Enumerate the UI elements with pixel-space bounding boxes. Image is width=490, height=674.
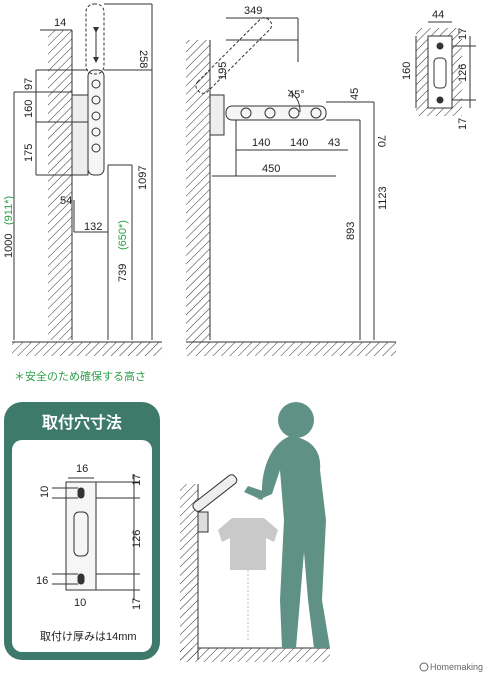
front-view <box>415 21 476 116</box>
watermark: Homemaking <box>430 662 483 672</box>
dim-349: 349 <box>244 5 262 17</box>
dim-54: 54 <box>60 195 72 207</box>
side-view <box>12 3 162 356</box>
install-card-caption: 取付け厚みは14mm <box>40 630 137 643</box>
dim-14: 14 <box>54 17 66 29</box>
dim-97: 97 <box>23 78 35 90</box>
front-dim-17-bottom: 17 <box>457 118 469 130</box>
angle-raised-arm-dashed <box>195 17 273 94</box>
person-silhouette <box>244 402 330 648</box>
illus-wall-hatch <box>180 484 198 660</box>
angle-view <box>186 17 396 356</box>
dim-140-b: 140 <box>290 137 308 149</box>
usage-illustration <box>180 402 330 662</box>
card-bracket-plate <box>65 481 97 591</box>
illus-arm <box>192 474 238 512</box>
card-dim-16-bottom: 16 <box>36 575 48 587</box>
front-dim-160: 160 <box>401 62 413 80</box>
angle-bracket-base <box>209 94 225 136</box>
illus-floor-hatch <box>180 648 330 662</box>
card-dim-17-bottom: 17 <box>131 598 143 610</box>
copyright-icon <box>419 662 429 672</box>
dim-45: 45 <box>349 88 361 100</box>
dim-175: 175 <box>23 144 35 162</box>
side-floor-hatch <box>12 342 162 356</box>
side-wall-hatch <box>48 30 72 340</box>
dim-739-note: (650*) <box>117 220 129 250</box>
install-hole-card <box>4 402 160 660</box>
card-dim-17-top: 17 <box>131 474 143 486</box>
angle-horizontal-arm <box>225 105 327 121</box>
angle-floor-hatch <box>186 342 396 356</box>
dim-1123: 1123 <box>377 186 389 210</box>
side-bracket-base <box>71 94 89 176</box>
card-dim-16-top: 16 <box>76 463 88 475</box>
safety-footnote: ＊安全のため確保する高さ <box>14 369 146 383</box>
card-dim-10-top: 10 <box>39 486 51 498</box>
side-folded-arm <box>87 69 105 176</box>
dim-70: 70 <box>375 135 387 147</box>
front-dim-44: 44 <box>432 9 444 21</box>
dim-1000: 1000 <box>3 234 15 258</box>
angle-wall-hatch <box>186 40 210 342</box>
dim-258: 258 <box>137 50 149 68</box>
shirt-silhouette <box>218 518 278 640</box>
front-dim-126: 126 <box>457 64 469 82</box>
dim-450: 450 <box>262 163 280 175</box>
front-dim-17-top: 17 <box>457 28 469 40</box>
dim-739: 739 <box>117 264 129 282</box>
dim-140-a: 140 <box>252 137 270 149</box>
dim-893: 893 <box>345 222 357 240</box>
dim-195: 195 <box>217 62 229 80</box>
side-raised-arm-dashed <box>85 3 105 75</box>
dim-132: 132 <box>84 221 102 233</box>
install-card-title: 取付穴寸法 <box>42 413 122 432</box>
card-dim-126: 126 <box>131 530 143 548</box>
angle-45: 45° <box>288 89 305 101</box>
dim-43: 43 <box>328 137 340 149</box>
card-dim-10-bottom: 10 <box>74 597 86 609</box>
dim-160: 160 <box>23 100 35 118</box>
dim-1000-note: (911*) <box>3 196 15 225</box>
dim-1097: 1097 <box>137 166 149 190</box>
